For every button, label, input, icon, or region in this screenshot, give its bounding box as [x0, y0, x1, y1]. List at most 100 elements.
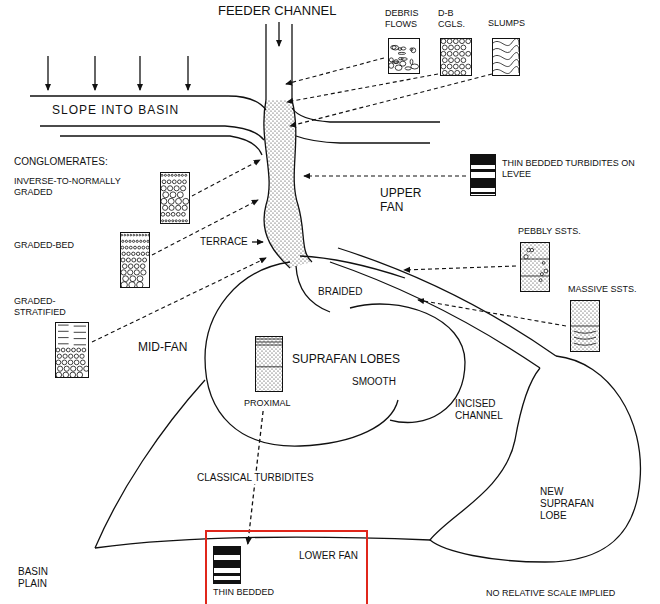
slope-arrow: [139, 56, 140, 90]
slope-line: [296, 136, 430, 143]
pebble: [524, 255, 528, 259]
section-log-node: THIN BEDDED TURBIDITES ON LEVEE: [470, 154, 639, 197]
mud-bed: [213, 546, 241, 555]
pebble: [441, 64, 446, 69]
sand-fill: [570, 300, 600, 352]
pebble: [56, 348, 60, 352]
node-label: THIN BEDDED TURBIDITES ON LEVEE: [502, 158, 638, 180]
section-log: [520, 242, 550, 292]
lamina: [255, 339, 283, 340]
pebble: [128, 264, 133, 269]
section-log-node: PEBBLY SSTS.: [518, 226, 582, 293]
mud-bed: [470, 178, 496, 188]
pebble: [449, 45, 454, 50]
pebble: [123, 276, 129, 282]
clast: [411, 64, 419, 69]
pebble: [124, 234, 126, 236]
pebble: [122, 252, 125, 255]
pebble: [161, 174, 163, 176]
pebble: [130, 276, 136, 282]
pebble: [447, 39, 452, 44]
pebble: [453, 39, 458, 44]
pebble: [539, 279, 542, 282]
log-outline: [471, 155, 496, 196]
annotation: TERRACE: [200, 236, 248, 248]
leader-arrow: [287, 74, 438, 102]
leader-arrow: [304, 175, 466, 176]
pebble: [172, 180, 176, 184]
pebble: [68, 360, 73, 365]
pebble: [137, 276, 143, 282]
section-log-node: PROXIMAL: [243, 336, 292, 410]
leader-arrow: [286, 58, 384, 84]
pebble: [133, 240, 135, 242]
pebble: [134, 264, 139, 269]
pebble: [466, 39, 471, 44]
pebble: [165, 220, 167, 222]
log-outline: [161, 173, 190, 224]
pebble: [142, 246, 145, 249]
pebble: [460, 39, 465, 44]
clast: [389, 58, 393, 62]
pebble: [141, 252, 144, 255]
fan-boundary: [95, 380, 205, 548]
pebble: [146, 246, 149, 249]
pebble: [61, 348, 65, 352]
pebble: [70, 372, 76, 378]
pebble: [71, 366, 76, 371]
slope-arrow: [47, 56, 48, 90]
clast: [401, 58, 407, 61]
pebble: [540, 273, 543, 276]
lamina: [58, 344, 86, 345]
node-label: INVERSE-TO-NORMALLY GRADED: [14, 176, 146, 198]
clast: [389, 63, 394, 68]
section-log-node: SLUMPS: [488, 8, 527, 77]
slope-arrow: [94, 56, 95, 90]
slump-fold: [493, 46, 519, 53]
log-outline: [521, 243, 550, 292]
pebble: [453, 64, 458, 69]
pebble: [56, 360, 61, 365]
pebble: [544, 269, 548, 273]
node-label: LOWER FAN: [299, 550, 358, 562]
pebble: [185, 174, 187, 176]
pebble: [57, 354, 61, 358]
log-ground: [388, 38, 420, 74]
log-ground: [55, 322, 89, 378]
pebble: [461, 45, 466, 50]
pebble: [449, 58, 454, 63]
pebble: [178, 174, 180, 176]
section-log: [440, 38, 472, 76]
pebble: [125, 246, 128, 249]
pebble: [122, 264, 127, 269]
channel-fill: [264, 100, 312, 268]
annotation: BRAIDED: [318, 286, 362, 298]
annotation: SUPRAFAN LOBES: [292, 352, 400, 366]
channel-wall: [264, 100, 290, 268]
section-log: [255, 336, 283, 392]
pebble: [176, 198, 182, 204]
pebble: [63, 372, 69, 378]
annotation: INCISED CHANNEL: [455, 398, 510, 422]
pebble: [185, 220, 187, 222]
pebble: [168, 220, 170, 222]
log-outline: [441, 39, 472, 76]
pebble: [129, 246, 132, 249]
section-log-node: GRADED-BED: [14, 232, 151, 289]
log-outline: [571, 301, 600, 352]
pebble: [143, 258, 147, 262]
mud-bed: [470, 154, 496, 165]
log-ground: [520, 242, 550, 292]
pebble: [121, 246, 124, 249]
leader-arrow: [418, 300, 566, 326]
log-outline: [389, 39, 420, 74]
pebble: [72, 348, 76, 352]
section-log-node: GRADED-STRATIFIED: [14, 296, 90, 379]
pebble: [460, 64, 465, 69]
dish-structure: [574, 337, 596, 339]
pebble: [442, 45, 447, 50]
section-log: [120, 232, 150, 288]
pebble: [128, 270, 133, 275]
log-outline: [493, 39, 520, 76]
pebble: [80, 354, 84, 358]
